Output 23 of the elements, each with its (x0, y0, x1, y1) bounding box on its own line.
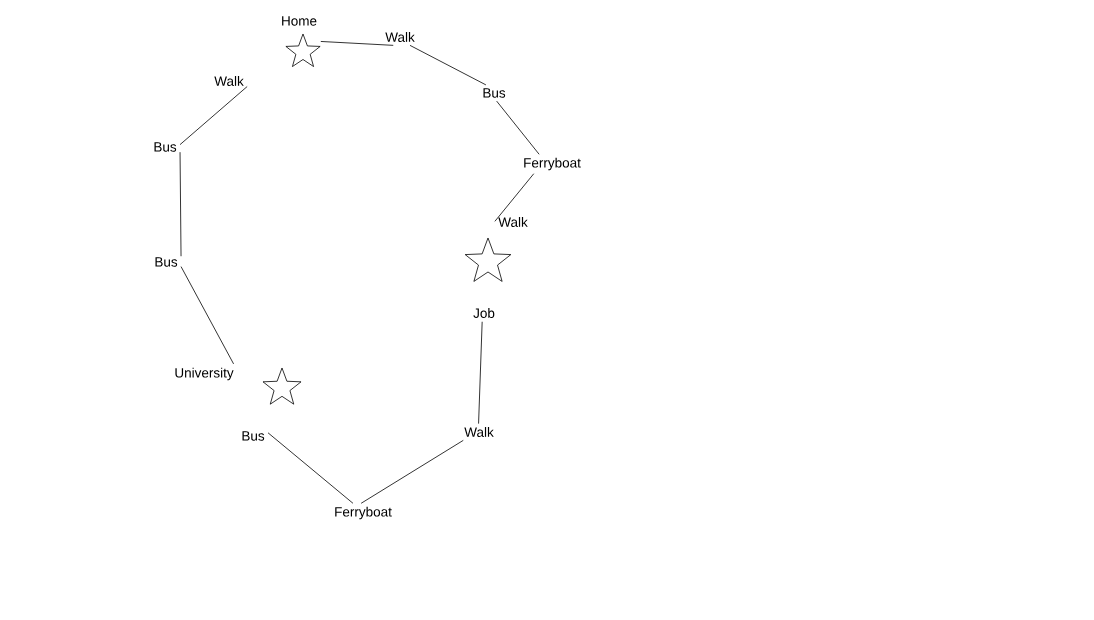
transport-label: Walk (214, 76, 244, 86)
place-label: Job (473, 308, 495, 318)
transport-label: Bus (242, 431, 265, 441)
transport-label: Walk (498, 217, 528, 227)
connector-line (267, 432, 354, 504)
transport-label: Bus (155, 257, 178, 267)
connector-line (360, 439, 464, 504)
transport-label: Walk (464, 427, 494, 437)
place-label: Home (282, 16, 317, 26)
connector-line (478, 321, 483, 425)
transport-label: Ferryboat (524, 157, 581, 171)
connector-line (180, 266, 234, 365)
connector-line (179, 151, 182, 257)
connector-line (409, 44, 487, 86)
transport-label: Ferryboat (335, 506, 392, 520)
connector-line (496, 100, 540, 155)
connector-line (320, 41, 394, 46)
transport-label: Bus (483, 88, 506, 98)
transport-label: Walk (385, 32, 415, 42)
connector-line (179, 86, 248, 145)
place-label: University (175, 367, 234, 381)
connector-line (494, 173, 535, 222)
transport-label: Bus (154, 142, 177, 152)
